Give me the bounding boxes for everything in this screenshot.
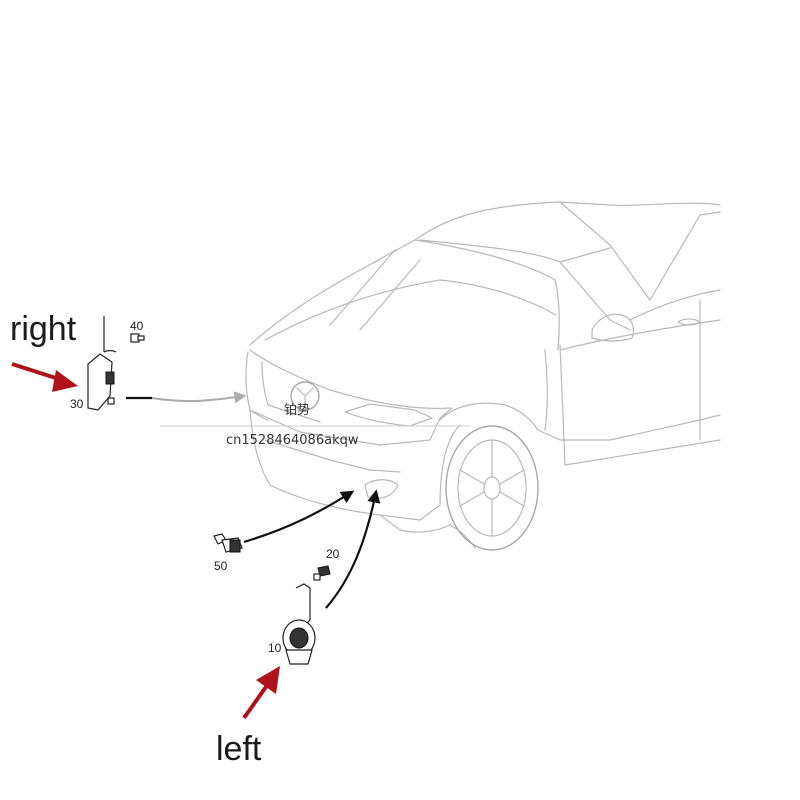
watermark-id: cn1528464086akqw	[226, 433, 359, 448]
right-pointer-arrow	[11, 362, 78, 392]
leader-right-horn-to-grille-grey	[151, 391, 247, 404]
label-left: left	[216, 730, 262, 768]
part-40-bolt	[130, 333, 145, 343]
part-number-20: 20	[326, 547, 340, 561]
part-20-bolt	[313, 565, 331, 581]
leader-connector-to-bumper	[243, 490, 355, 544]
label-right: right	[10, 310, 77, 348]
left-pointer-arrow	[242, 666, 280, 720]
part-10-left-horn	[282, 583, 316, 665]
car-outline	[245, 201, 721, 551]
part-number-50: 50	[214, 559, 228, 573]
part-50-connector	[213, 533, 243, 553]
watermark-brand: 铂势	[284, 402, 310, 418]
part-30-right-horn	[87, 316, 117, 411]
part-number-10: 10	[268, 641, 282, 655]
part-number-30: 30	[70, 397, 84, 411]
part-number-40: 40	[130, 319, 144, 333]
leader-left-horn-to-bumper	[325, 489, 381, 609]
